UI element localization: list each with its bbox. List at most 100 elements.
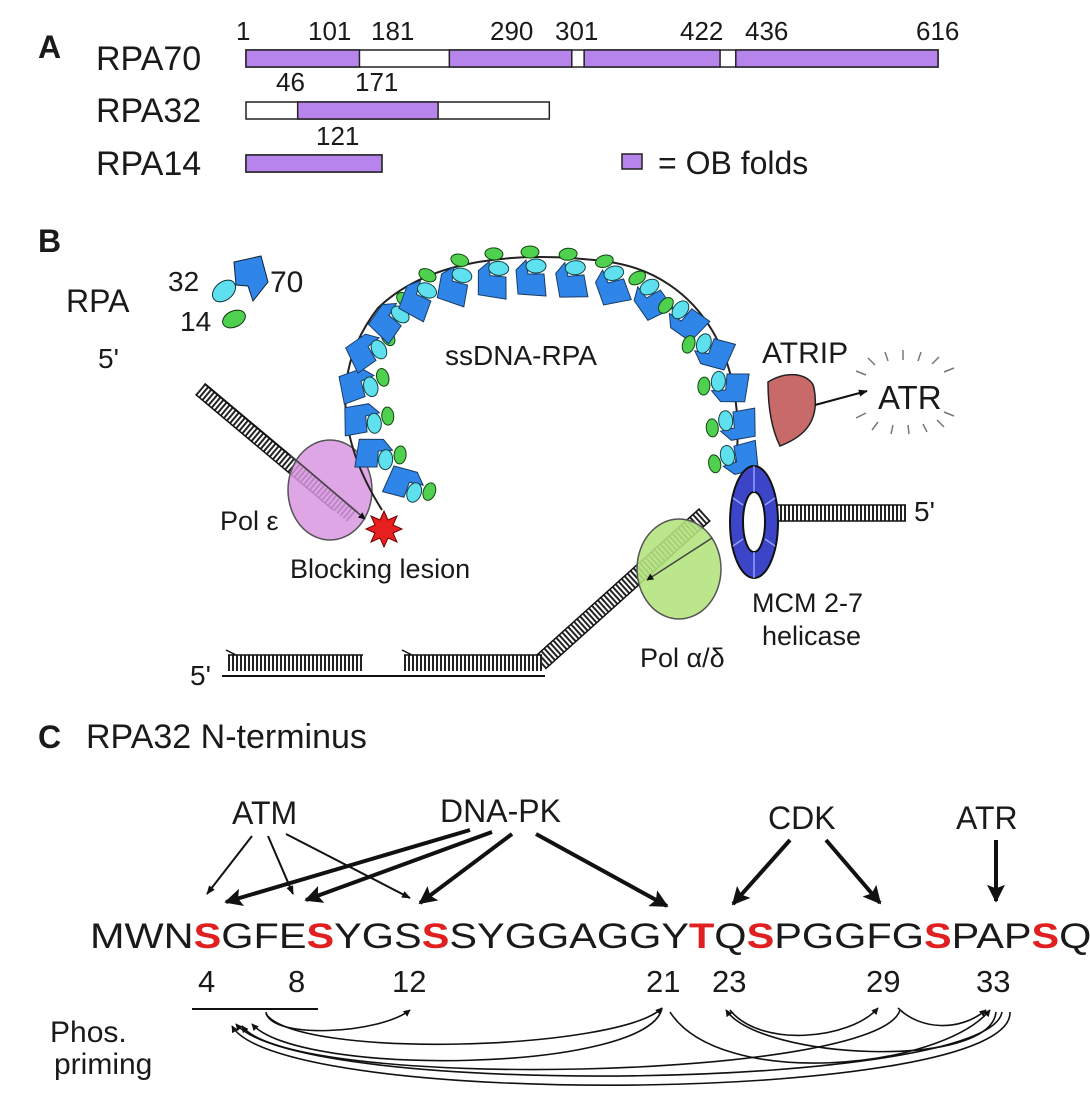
- rpa-unit: [705, 407, 756, 441]
- rpa70-pos-101: 101: [308, 16, 351, 46]
- rpa70-pos-290: 290: [490, 16, 533, 46]
- panel-a-letter: A: [38, 29, 61, 65]
- blocking-lesion-icon: [364, 509, 404, 549]
- atrip-to-atr-arrow: [814, 389, 868, 406]
- site-s23: S: [747, 917, 775, 956]
- pol-alpha-delta: [636, 518, 722, 620]
- site-s4: S: [194, 917, 222, 956]
- blocking-lesion-label: Blocking lesion: [290, 554, 470, 584]
- seq-segment-8: Q...: [1059, 917, 1090, 956]
- pos-29: 29: [866, 964, 900, 999]
- rpa-unit: [555, 247, 589, 298]
- five-prime-top-left: 5': [98, 343, 119, 374]
- rpa-unit: [436, 253, 473, 308]
- seq-segment-5: Q: [714, 917, 746, 956]
- rpa14-name: RPA14: [96, 145, 201, 183]
- rpa-unit: [594, 254, 632, 306]
- kinase-atr: ATR: [956, 800, 1018, 836]
- seq-segment-3: YGS: [334, 917, 422, 956]
- okazaki-fragment-2: [401, 649, 542, 671]
- seq-segment-4: SYGGAGGY: [449, 917, 689, 956]
- okazaki-fragment-1: [225, 649, 363, 671]
- rpa14-ob-fold-1: [245, 154, 383, 173]
- rpa70-subunit-icon: [233, 255, 269, 303]
- seq-segment-6: PGGFG: [774, 917, 924, 956]
- rpa-unit: [697, 370, 750, 403]
- rpa32-subunit-label: 32: [168, 266, 199, 297]
- panel-b: B RPA 32 70 14 5' Pol ε Blocking lesion …: [38, 223, 955, 691]
- seq-segment-1: MWN: [90, 917, 194, 956]
- pos-33: 33: [976, 964, 1010, 999]
- kinase-atm: ATM: [232, 795, 297, 831]
- pos-4: 4: [198, 964, 215, 999]
- rpa-unit: [681, 333, 737, 371]
- pol-epsilon-label: Pol ε: [220, 506, 279, 536]
- rpa-unit: [354, 438, 407, 471]
- rpa-label: RPA: [66, 283, 130, 319]
- site-s29: S: [924, 917, 952, 956]
- kinase-cdk: CDK: [768, 800, 836, 836]
- panel-c-letter: C: [38, 719, 61, 755]
- atrip-label: ATRIP: [762, 337, 848, 370]
- rpa-unit: [657, 296, 711, 343]
- site-t21: T: [689, 917, 714, 956]
- rpa-unit: [344, 403, 395, 437]
- rpa32-pos-46: 46: [276, 67, 305, 97]
- rpa14-pos-121: 121: [316, 121, 359, 151]
- atrip-shape: [767, 373, 817, 447]
- atr-activation-rays: [855, 350, 955, 435]
- rpa70-pos-1: 1: [236, 16, 250, 46]
- rpa14-subunit-label: 14: [180, 306, 211, 337]
- atr-label: ATR: [878, 379, 942, 416]
- site-s33: S: [1032, 917, 1060, 956]
- ssdna-rpa-label: ssDNA-RPA: [445, 340, 597, 371]
- rpa14-subunit-icon: [222, 309, 246, 329]
- kinase-arrows: [206, 828, 1005, 908]
- rpa70-pos-616: 616: [916, 16, 959, 46]
- pol-epsilon-arrow: [289, 454, 366, 520]
- five-prime-bottom-left: 5': [190, 660, 211, 691]
- site-s12: S: [422, 917, 450, 956]
- rpa70-ob-fold-2: [448, 49, 573, 68]
- rpa32-subunit-icon: [211, 279, 237, 303]
- priming-arcs: [231, 1007, 1011, 1086]
- mcm-helicase: [729, 465, 779, 579]
- rpa32-pos-171: 171: [355, 67, 398, 97]
- panel-a: A RPA70 RPA32 RPA14 1 101 181 290 301 42…: [38, 16, 959, 183]
- panel-b-letter: B: [38, 223, 61, 259]
- rpa70-ob-fold-3: [583, 49, 721, 68]
- kinase-dna-pk: DNA-PK: [440, 793, 561, 829]
- seq-segment-7: PAP: [952, 917, 1032, 956]
- rpa70-subunit-label: 70: [270, 266, 303, 299]
- rpa-unit: [398, 268, 438, 323]
- ob-fold-legend-label: = OB folds: [658, 145, 808, 181]
- rpa-unit: [477, 247, 510, 300]
- pos-21: 21: [646, 964, 680, 999]
- domain-bars: [245, 49, 939, 173]
- priming-label-2: priming: [54, 1048, 152, 1081]
- mcm-label-line2: helicase: [762, 621, 861, 651]
- ob-fold-legend-swatch: [621, 153, 643, 170]
- pol-alpha-delta-arrow: [646, 537, 713, 581]
- rpa-unit: [515, 245, 547, 297]
- pol-alpha-delta-label: Pol α/δ: [640, 643, 725, 673]
- ssdna-rpa-filament: [338, 245, 759, 503]
- priming-label-1: Phos.: [50, 1016, 127, 1049]
- rpa-unit: [381, 465, 437, 503]
- rpa32-ob-fold-1: [296, 101, 439, 120]
- rpa70-pos-301: 301: [555, 16, 598, 46]
- panel-c-title: RPA32 N-terminus: [86, 718, 367, 756]
- rpa-unit: [338, 367, 390, 405]
- parental-duplex-right: [770, 504, 906, 522]
- pos-12: 12: [392, 964, 426, 999]
- seq-segment-2: GFE: [221, 917, 306, 956]
- rpa70-ob-fold-4: [735, 49, 939, 68]
- mcm-label-line1: MCM 2-7: [752, 588, 863, 618]
- pos-23: 23: [712, 964, 746, 999]
- rpa70-ob-fold-1: [245, 49, 361, 68]
- pos-8: 8: [288, 964, 305, 999]
- rpa70-pos-436: 436: [745, 16, 788, 46]
- five-prime-right: 5': [914, 496, 935, 527]
